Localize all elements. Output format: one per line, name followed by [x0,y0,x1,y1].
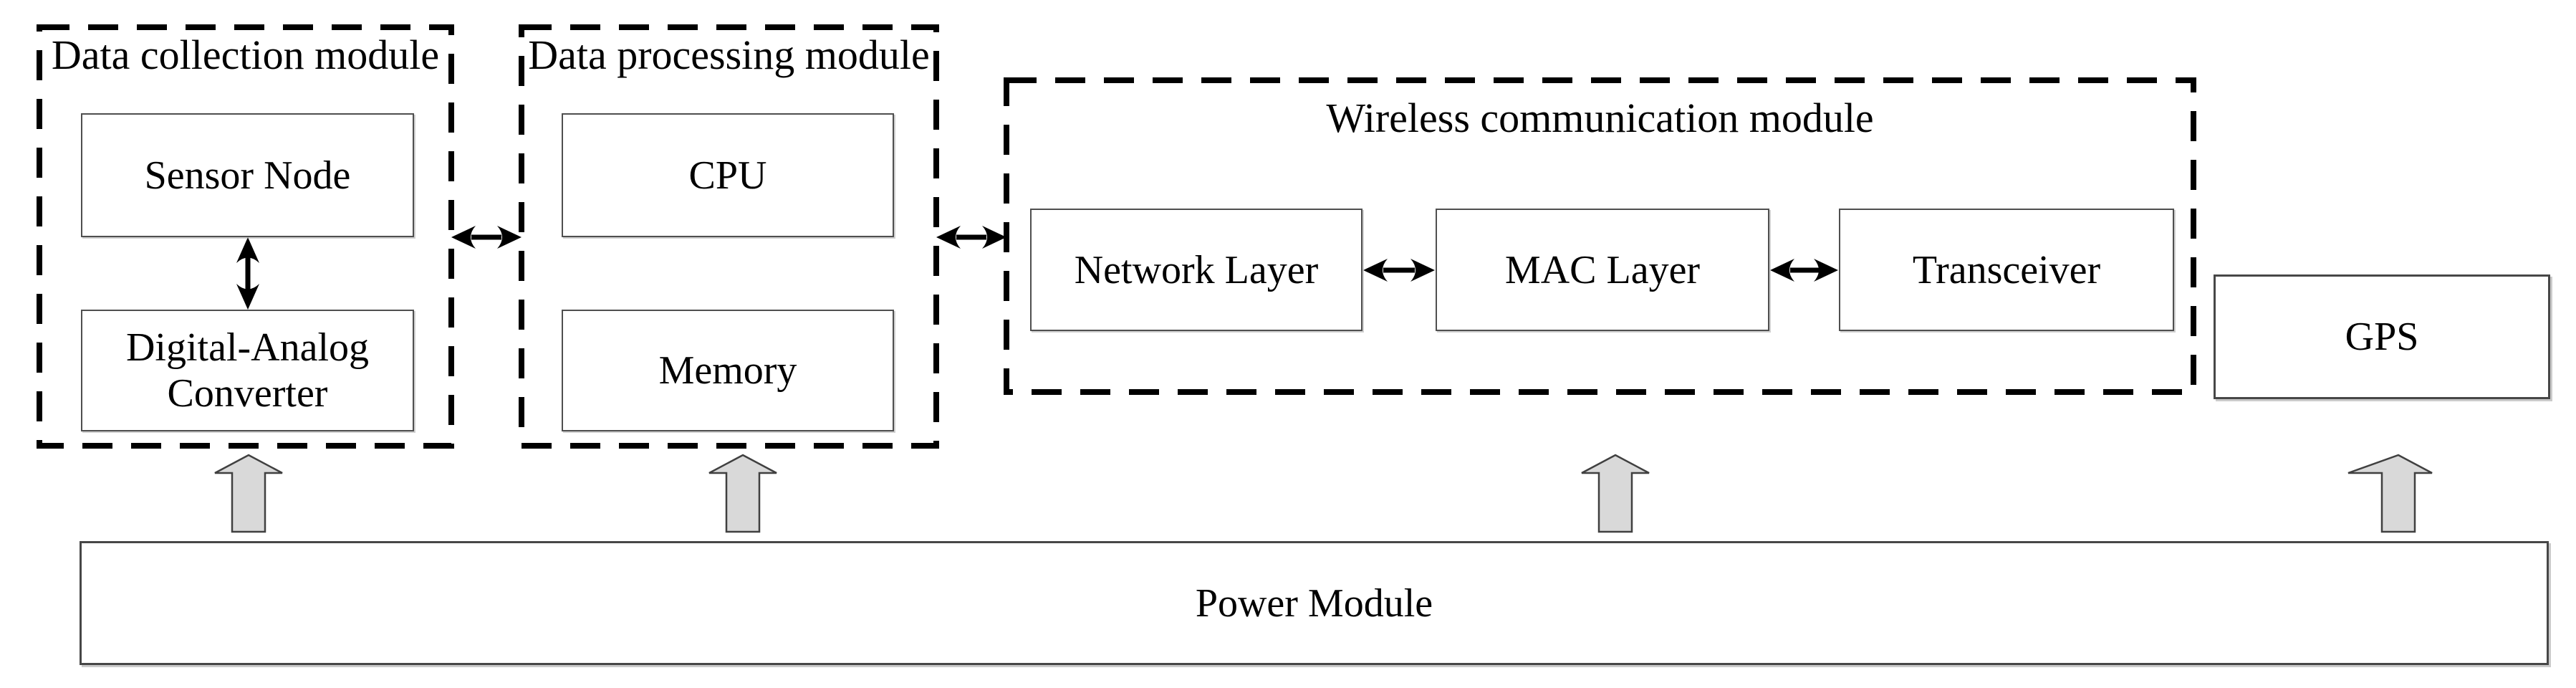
cpu-label: CPU [688,153,767,198]
sensor-dac-double-arrow-icon [236,237,259,310]
arrowhead-left [936,226,961,249]
arrowhead-up [236,237,259,263]
wireless-communication-module-dashed-border [1004,77,2196,395]
memory-label: Memory [658,348,797,393]
arrowhead-left [1363,259,1388,282]
mac-transceiver-double-arrow-icon [1770,259,1838,282]
data-processing-module-title: Data processing module [528,32,930,78]
power-to-wireless-arrow-icon [1581,454,1650,533]
arrowhead-left [1770,259,1794,282]
arrowhead-left [451,226,476,249]
arrowhead-right [982,226,1006,249]
mac-layer-label: MAC Layer [1504,247,1701,292]
power-to-data-collection-arrow-icon [214,454,283,533]
memory-box: Memory [562,310,894,431]
cpu-box: CPU [562,113,894,237]
sensor-node-box: Sensor Node [81,113,414,237]
wireless-communication-module-title: Wireless communication module [1326,95,1874,141]
network-layer-label: Network Layer [1074,247,1319,292]
data-collection-module-dashed-border [37,24,454,449]
collection-processing-double-arrow-icon [451,226,522,249]
digital-analog-converter-label: Digital-Analog Converter [125,325,370,416]
arrowhead-right [497,226,522,249]
power-to-data-processing-arrow-icon [708,454,777,533]
processing-wireless-double-arrow-icon [936,226,1006,249]
data-collection-module-title: Data collection module [51,32,440,78]
gps-label: GPS [2345,315,2419,359]
network-layer-box: Network Layer [1030,209,1363,331]
arrowhead-right [1410,259,1435,282]
gps-box: GPS [2214,274,2550,399]
network-mac-double-arrow-icon [1363,259,1435,282]
transceiver-label: Transceiver [1912,247,2101,292]
power-module-box: Power Module [80,541,2549,665]
mac-layer-box: MAC Layer [1436,209,1769,331]
arrowhead-right [1814,259,1838,282]
digital-analog-converter-box: Digital-Analog Converter [81,310,414,431]
power-module-label: Power Module [1195,580,1433,626]
arrowhead-down [236,284,259,310]
sensor-node-label: Sensor Node [144,153,351,198]
transceiver-box: Transceiver [1839,209,2174,331]
power-to-gps-arrow-icon [2347,454,2433,533]
data-processing-module-dashed-border [519,24,939,449]
